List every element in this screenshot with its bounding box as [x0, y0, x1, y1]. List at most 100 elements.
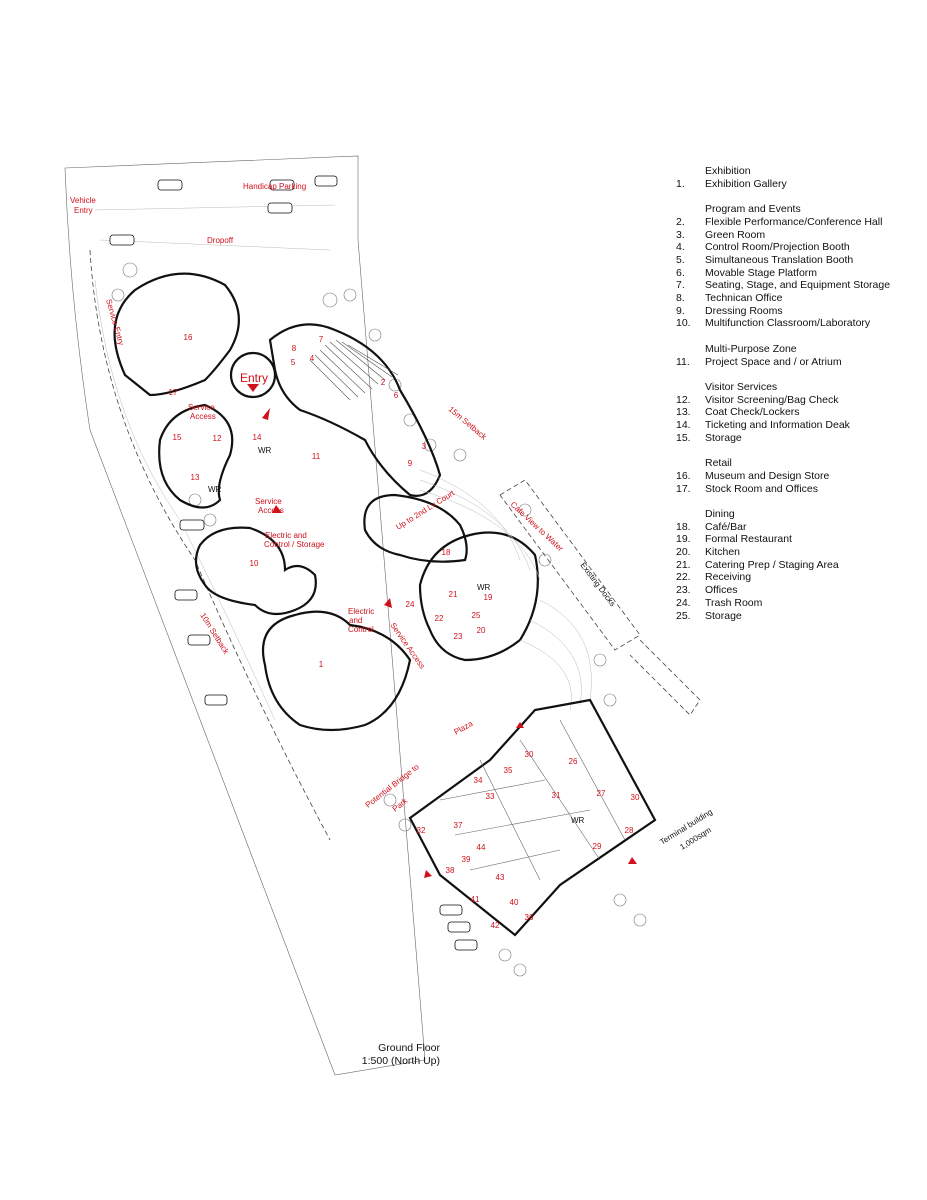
room-number: 25	[472, 611, 481, 620]
legend-item-text: Receiving	[705, 571, 752, 584]
legend-item-text: Catering Prep / Staging Area	[705, 558, 839, 571]
legend-item: 7.Seating, Stage, and Equipment Storage	[676, 279, 926, 292]
room-number: 17	[169, 388, 178, 397]
room-number: 16	[184, 333, 193, 342]
legend-item: 21. Catering Prep / Staging Area	[676, 559, 926, 572]
room-number: 4	[310, 354, 315, 363]
legend-item-number: 5.	[676, 253, 685, 266]
legend-item-text: Technican Office	[705, 292, 783, 305]
room-number: 29	[593, 842, 602, 851]
room-number: 30	[631, 793, 640, 802]
room-number: 22	[435, 614, 444, 623]
legend-item-text: Museum and Design Store	[705, 469, 830, 482]
entry-rotunda	[229, 351, 277, 399]
legend-item-number: 25.	[676, 609, 691, 622]
label-service-access-2a: Service	[255, 497, 282, 506]
legend-item: 14.Ticketing and Information Deak	[676, 419, 926, 432]
label-wr-4: WR	[571, 816, 585, 825]
legend-item: 16.Museum and Design Store	[676, 470, 926, 483]
gallery-lobe	[261, 610, 412, 732]
room-number: 39	[462, 855, 471, 864]
label-wr-1: WR	[258, 446, 272, 455]
legend-item-number: 15.	[676, 431, 691, 444]
legend-item-number: 20.	[676, 546, 691, 559]
room-number: 38	[446, 866, 455, 875]
label-handicap-parking: Handicap Parking	[243, 182, 306, 191]
room-number: 40	[510, 898, 519, 907]
legend-heading: Dining	[705, 507, 735, 520]
trees	[111, 262, 647, 977]
legend-item-text: Storage	[705, 431, 742, 444]
legend-item-number: 19.	[676, 533, 691, 546]
room-number: 19	[484, 593, 493, 602]
drawing-caption: Ground Floor 1:500 (North Up)	[300, 1042, 440, 1067]
legend-item-text: Seating, Stage, and Equipment Storage	[705, 279, 891, 292]
visitor-services	[158, 403, 234, 509]
label-service-access-3: Service Access	[388, 621, 426, 671]
room-number: 14	[253, 433, 262, 442]
room-number: 21	[449, 590, 458, 599]
legend-group: Exhibition 1. Exhibition Gallery	[676, 165, 926, 190]
existing-docks	[499, 479, 641, 651]
legend-item-text: Flexible Performance/Conference Hall	[705, 215, 883, 228]
legend-heading: Exhibition	[705, 165, 751, 177]
legend-item: 10.Multifunction Classroom/Laboratory	[676, 317, 926, 330]
room-number: 26	[569, 757, 578, 766]
legend-item-text: Multifunction Classroom/Laboratory	[705, 317, 871, 330]
legend-item: 8.Technican Office	[676, 292, 926, 305]
label-bridge-b: Park	[391, 796, 410, 814]
room-number: 12	[213, 434, 222, 443]
legend-item-text: Stock Room and Offices	[705, 482, 819, 495]
legend-item-number: 22.	[676, 571, 691, 584]
legend-item-number: 3.	[676, 228, 685, 241]
room-number: 34	[474, 776, 483, 785]
room-number: 8	[292, 344, 297, 353]
room-number: 41	[471, 895, 480, 904]
legend-item-text: Offices	[705, 584, 738, 597]
legend-heading: Program and Events	[705, 203, 801, 216]
room-number: 9	[408, 459, 413, 468]
legend-item: 15. Storage	[676, 432, 926, 445]
label-bridge-a: Potential Bridge to	[364, 762, 421, 810]
legend-item-number: 1.	[676, 177, 685, 190]
label-setback-10: 10m Setback	[198, 611, 231, 656]
legend-item-number: 21.	[676, 558, 691, 571]
legend-heading: Visitor Services	[705, 380, 778, 393]
caption-scale: 1:500 (North Up)	[361, 1054, 440, 1067]
room-number: 5	[291, 358, 296, 367]
legend-item: 13.Coat Check/Lockers	[676, 406, 926, 419]
legend-item-text: Café/Bar	[705, 520, 747, 533]
legend-item-number: 13.	[676, 406, 691, 419]
dashed-boundary	[89, 249, 331, 841]
room-number: 2	[381, 378, 386, 387]
legend-item: 12.Visitor Screening/Bag Check	[676, 394, 926, 407]
legend-item-number: 17.	[676, 482, 691, 495]
legend-item: 2.Flexible Performance/Conference Hall	[676, 216, 926, 229]
legend-item-text: Exhibition Gallery	[705, 177, 787, 190]
legend-item: 4.Control Room/Projection Booth	[676, 241, 926, 254]
legend-item-text: Trash Room	[705, 596, 763, 609]
room-numbers: 1 2 3 4 5 6 7 8 9 10 11 12 13 14 15 16 1…	[169, 333, 640, 930]
legend-item: 20.Kitchen	[676, 546, 926, 559]
entry-arrows	[247, 384, 637, 878]
room-number: 6	[394, 391, 399, 400]
legend-item: 19. Formal Restaurant	[676, 533, 926, 546]
legend-item: 1. Exhibition Gallery	[676, 178, 926, 191]
legend-item-text: Formal Restaurant	[705, 533, 792, 546]
room-number: 23	[454, 632, 463, 641]
room-number: 30	[525, 750, 534, 759]
legend-item: 17. Stock Room and Offices	[676, 483, 926, 496]
legend-item-number: 14.	[676, 419, 691, 432]
room-number: 32	[417, 826, 426, 835]
legend-item-text: Simultaneous Translation Booth	[705, 253, 854, 266]
label-electric-storage-a: Electric and	[265, 531, 307, 540]
room-number: 44	[477, 843, 486, 852]
legend-item: 3. Green Room	[676, 229, 926, 242]
room-number: 7	[319, 335, 324, 344]
legend-item-number: 9.	[676, 304, 685, 317]
legend-item-text: Green Room	[705, 228, 766, 241]
